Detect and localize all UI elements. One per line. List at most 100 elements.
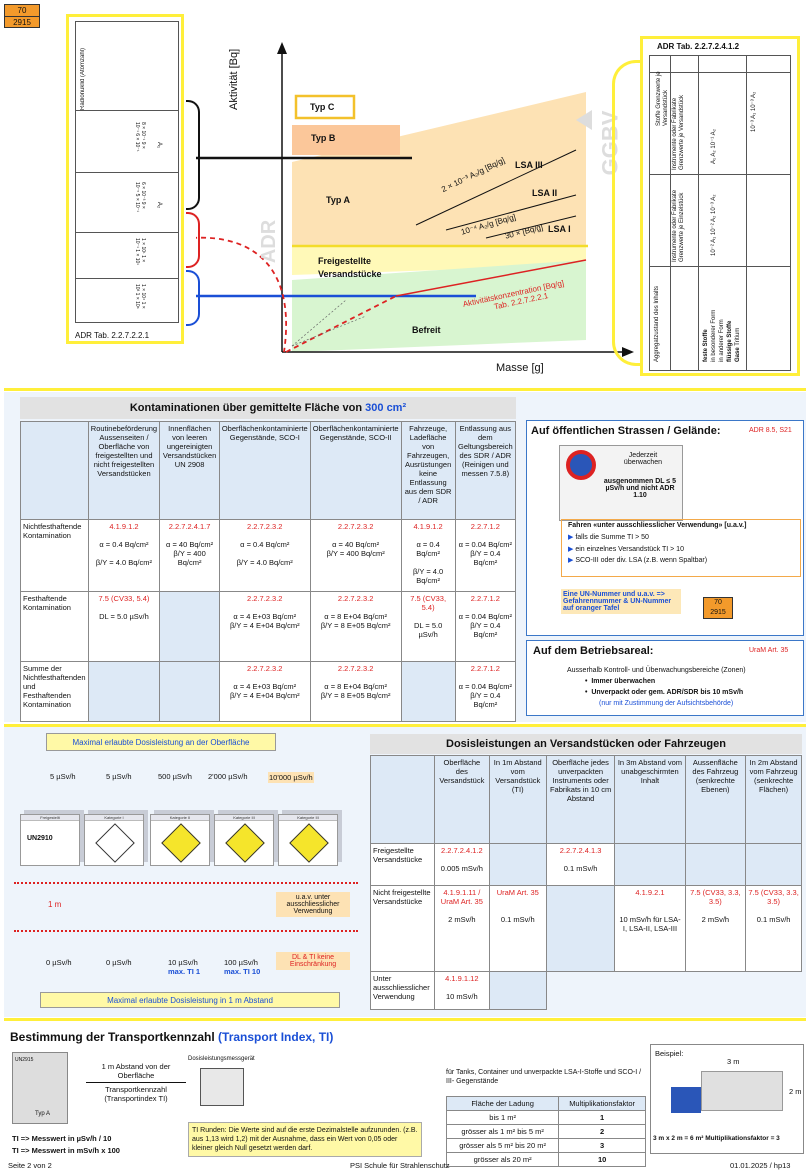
one-meter-label: 1 m: [48, 900, 62, 909]
left-a1-values: 8 × 10⁻¹ 9 × 10⁻¹ 6 × 10⁻¹: [134, 122, 146, 152]
right-c3-values: A₁ A₂ 10⁻¹ A₂: [711, 129, 717, 164]
typ-c-label: Typ C: [310, 102, 335, 112]
kontam-col-5: Fahrzeuge, Ladefläche von Fahrzeugen, Au…: [400, 421, 456, 520]
kontam-title: Kontaminationen über gemittelte Fläche v…: [20, 397, 516, 419]
strassen-ref: ADR 8.5, S21: [749, 427, 792, 434]
left-a1-header: A₁: [156, 141, 163, 149]
kontam-table: Routinebeförderung Aussenseiten / Oberfl…: [20, 421, 517, 722]
betrieb-title: Auf dem Betriebsareal:: [533, 645, 654, 657]
kontam-col-4: Oberflächenkontaminierte Gegenstände, SC…: [309, 421, 402, 520]
dose-row-1: Freigestellte Versandstücke 2.2.7.2.4.1.…: [370, 843, 802, 886]
ti-title: Bestimmung der Transportkennzahl (Transp…: [10, 1030, 334, 1044]
betrieb-box: Auf dem Betriebsareal: UraM Art. 35 Auss…: [526, 640, 804, 716]
sign-text-1: Jederzeit überwachen: [623, 452, 663, 466]
right-c4-values: 10⁻³ A₁ 10⁻³ A₂: [751, 91, 757, 132]
left-a2-header: A₂: [156, 201, 163, 209]
divider-mid: [4, 724, 806, 727]
lsa3-label: LSA III: [515, 160, 543, 170]
right-table-caption: ADR Tab. 2.2.7.2.4.1.2: [657, 42, 740, 51]
divider-bottom: [4, 1018, 806, 1021]
dose-col-1: Oberfläche des Versandstück: [434, 755, 490, 844]
kontam-row-1: Nichtfesthaftende Kontamination 4.1.9.1.…: [20, 519, 517, 592]
right-brace-yellow: [612, 60, 642, 366]
adr-watermark: ADR: [258, 219, 281, 264]
kontam-row-3: Summe der Nichtfesthaftenden und Festhaf…: [20, 661, 517, 722]
divider-top: [4, 388, 806, 391]
typ-a-label: Typ A: [326, 195, 350, 205]
package-kat-2: Kategorie II: [150, 814, 210, 866]
uav-bullet-2: ▶ ein einzelnes Versandstück TI > 10: [568, 546, 684, 553]
typ-b-label: Typ B: [311, 133, 336, 143]
dose-row-2: Nicht freigestellte Versandstücke 4.1.9.…: [370, 885, 802, 972]
red-dotted-line-bottom: [14, 930, 358, 932]
right-col3-header: Instrumente oder Fabrikate Grenzwerte je…: [672, 94, 685, 170]
package-kat-3a: Kategorie III: [214, 814, 274, 866]
ti-dist: 1 m Abstand von der Oberfläche Transport…: [86, 1062, 186, 1103]
no-stop-sign: Jederzeit überwachen ausgenommen DL ≤ 5 …: [559, 445, 683, 521]
example-width: 3 m: [727, 1057, 740, 1066]
dose-col-2: In 1m Abstand vom Versandstück (TI): [488, 755, 547, 844]
kontam-row-2: Festhaftende Kontamination 7.5 (CV33, 5.…: [20, 591, 517, 662]
ti-meter-label: Dosisleistungsmessgerät: [188, 1056, 255, 1062]
uav-bullet-1: ▶ falls die Summe TI > 50: [568, 534, 649, 541]
right-table-frame: ADR Tab. 2.2.7.2.4.1.2 Aggregatzustand d…: [640, 36, 800, 376]
orange-note: Eine UN-Nummer und u.a.v. => Gefahrennum…: [561, 589, 681, 614]
red-activity-line: [395, 259, 587, 297]
ti-formula-2: TI => Messwert in mSv/h x 100: [12, 1146, 120, 1155]
right-col2-header: Instrumente oder Fabrikate Grenzwerte je…: [672, 189, 685, 262]
uav-text: Fahren «unter ausschliesslicher Verwendu…: [568, 522, 747, 529]
radiation-label-icon: [225, 823, 265, 863]
example-height: 2 m: [789, 1087, 802, 1096]
ti-un-number: UN2915: [15, 1057, 34, 1063]
ti-package: UN2915 Typ A: [12, 1052, 68, 1124]
lsa2-label: LSA II: [532, 188, 558, 198]
left-conc-values: 1 × 10¹ 1 × 10⁻¹ 1 × 10¹: [134, 238, 146, 265]
dl-ti-label: DL & TI keine Einschränkung: [276, 952, 350, 970]
no-parking-icon: [566, 450, 596, 480]
ti-tanks: für Tanks, Container und unverpackte LSA…: [446, 1069, 642, 1085]
package-kat-1: Kategorie I: [84, 814, 144, 866]
footer-left: Seite 2 von 2: [8, 1161, 52, 1170]
red-dotted-line-top: [14, 882, 358, 884]
truck-icon: [671, 1087, 701, 1113]
freigestellte-label: Freigestellte Versandstücke: [318, 256, 382, 279]
footer-right: 01.01.2025 / hp13: [730, 1161, 791, 1170]
betrieb-ref: UraM Art. 35: [749, 647, 789, 654]
left-a2-values: 6 × 10⁻³ 9 × 10⁻⁵ 5 × 10⁻¹: [134, 182, 146, 213]
left-limit-values: 1 × 10⁴ 1 × 10³ 1 × 10⁶: [134, 284, 146, 309]
befreit-region: [292, 260, 586, 352]
package-kat-3b: Kategorie III: [278, 814, 338, 866]
uav-bullet-3: ▶ SCO-III oder div. LSA (z.B. wenn Spalt…: [568, 557, 708, 564]
kontam-col-2: Innenflächen von leeren ungereinigten Ve…: [159, 421, 220, 520]
footer-center: PSI Schule für Strahlenschutz: [350, 1161, 450, 1170]
dose-top-title: Maximal erlaubte Dosisleistung an der Ob…: [46, 733, 276, 751]
left-table-frame: Radionuklid (Atomzahl) A₁ A₂ 8 × 10⁻¹ 9 …: [66, 14, 184, 344]
un-number: 2915: [5, 16, 39, 28]
betrieb-line-2: • Immer überwachen: [585, 678, 656, 685]
dosimeter-icon: [200, 1068, 244, 1106]
lsa1-label: LSA I: [548, 224, 571, 234]
dose-col-6: In 2m Abstand vom Fahrzeug (senkrechte F…: [745, 755, 802, 844]
strassen-box: Auf öffentlichen Strassen / Gelände: ADR…: [526, 420, 804, 636]
red-dashed-curve: [196, 236, 287, 353]
left-table-caption: ADR Tab. 2.2.7.2.2.1: [75, 331, 150, 340]
betrieb-line-1: Ausserhalb Kontroll- und Überwachungsber…: [567, 667, 746, 674]
right-col4-header: Stoffe Grenzwerte je Versandstück: [656, 71, 669, 126]
strassen-title: Auf öffentlichen Strassen / Gelände:: [531, 425, 721, 437]
dose-bottom-title: Maximal erlaubte Dosisleistung in 1 m Ab…: [40, 992, 340, 1008]
dose-col-5: Aussenfläche des Fahrzeug (senkrechte Eb…: [684, 755, 747, 844]
typ-c-box: [294, 94, 356, 120]
dose-col-4: In 3m Abstand vom unabgeschirmten Inhalt: [614, 755, 686, 844]
right-col1-header: Aggregatzustand des Inhalts: [654, 285, 660, 362]
radiation-label-icon: [289, 823, 329, 863]
left-nuclide-col: Radionuklid (Atomzahl): [80, 47, 86, 110]
ti-typ-a: Typ A: [35, 1111, 51, 1117]
right-c2-values: 10⁻² A₁ 10⁻² A₂ 10⁻³ A₂: [711, 194, 717, 256]
example-formula: 3 m x 2 m = 6 m² Multiplikationsfaktor =…: [653, 1135, 780, 1142]
truck-cargo: [701, 1071, 783, 1111]
radiation-label-icon: [95, 823, 135, 863]
